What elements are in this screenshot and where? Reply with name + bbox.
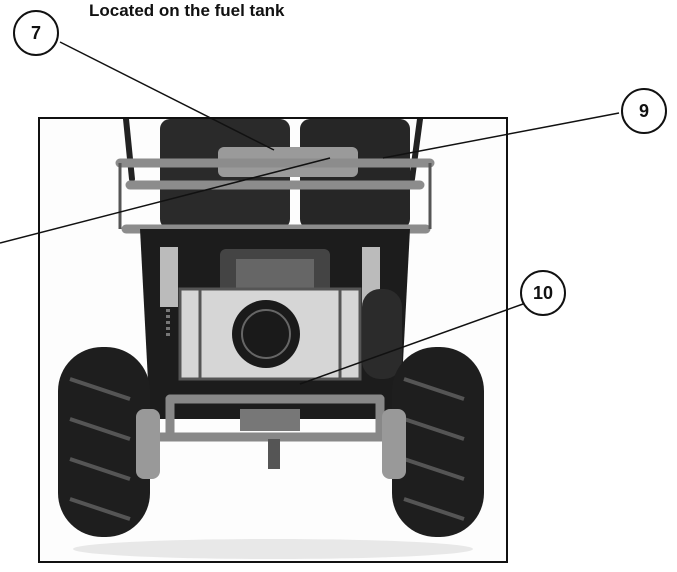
caption-text: Located on the fuel tank — [89, 1, 285, 20]
callout-9: 9 — [621, 88, 667, 134]
go-kart-photo — [38, 117, 508, 563]
callout-10-label: 10 — [532, 282, 554, 303]
callout-9-label: 9 — [638, 100, 649, 121]
callout-7: 7 — [13, 10, 59, 56]
callout-10: 10 — [520, 270, 566, 316]
go-kart-illustration — [58, 119, 484, 559]
callout-7-label: 7 — [30, 22, 41, 43]
